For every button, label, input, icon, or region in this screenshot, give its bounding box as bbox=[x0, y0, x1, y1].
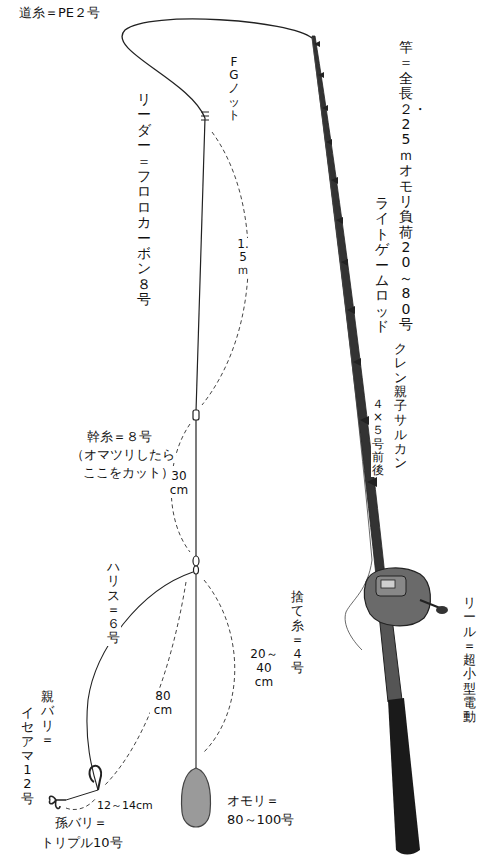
rod-label: ライトゲームロッド bbox=[374, 196, 390, 335]
mago-line bbox=[66, 790, 98, 800]
sinker-label: オモリ＝ bbox=[226, 794, 280, 809]
sinker-line bbox=[195, 574, 196, 768]
fg-knot bbox=[201, 112, 209, 120]
dimension-label: 20～40 cm bbox=[246, 648, 282, 689]
rod-guides bbox=[314, 41, 377, 487]
oyako-swivel-ring bbox=[194, 566, 199, 574]
main-line-label: 道糸＝PE２号 bbox=[18, 6, 101, 21]
dimension-label: 12～14cm bbox=[96, 800, 154, 813]
note-label: （オマツリしたら bbox=[70, 448, 176, 463]
harisu-line bbox=[87, 572, 193, 790]
mikiito-line bbox=[195, 418, 196, 556]
oyako-swivel bbox=[193, 556, 199, 566]
leader-line bbox=[196, 118, 205, 412]
swivel-size-label: ４×５号前後 bbox=[371, 398, 385, 477]
hook-label: トリプル10号 bbox=[40, 836, 124, 851]
mikiito-label: 幹糸＝８号 bbox=[86, 430, 153, 445]
rod-grip bbox=[388, 698, 420, 855]
dimension-label: 30 cm bbox=[166, 470, 192, 498]
line-on-rod bbox=[312, 38, 372, 650]
sinker bbox=[182, 768, 211, 827]
sinker-label: 80～100号 bbox=[226, 813, 295, 828]
hook-label: イセアマ12号 bbox=[20, 706, 35, 806]
swivel bbox=[193, 410, 199, 420]
hook-label: 親バリ＝ bbox=[40, 690, 55, 747]
sute-ito-label: 捨て糸＝４号 bbox=[290, 590, 305, 676]
main-hook bbox=[90, 766, 102, 790]
swivel-label: クレン親子サルカン bbox=[393, 342, 408, 471]
treble-hook bbox=[49, 796, 66, 808]
knot-label: FGノット bbox=[227, 56, 241, 122]
dimension-arcs bbox=[66, 132, 248, 810]
dimension-label: 80 cm bbox=[150, 690, 176, 718]
note-label: ここをカット） bbox=[82, 466, 175, 481]
dimension-label: 1.5ｍ bbox=[236, 238, 250, 278]
rod-label: 竿＝全長２・25ｍ オモリ負荷20～80号 bbox=[398, 40, 414, 332]
hook-label: 孫バリ＝ bbox=[54, 816, 108, 831]
leader-label: リーダー＝フロロカーボン８号 bbox=[136, 92, 152, 307]
electric-reel bbox=[364, 568, 448, 626]
reel-label: リール＝超小型電動 bbox=[462, 596, 477, 725]
harisu-label: ハリス＝６号 bbox=[106, 560, 121, 646]
